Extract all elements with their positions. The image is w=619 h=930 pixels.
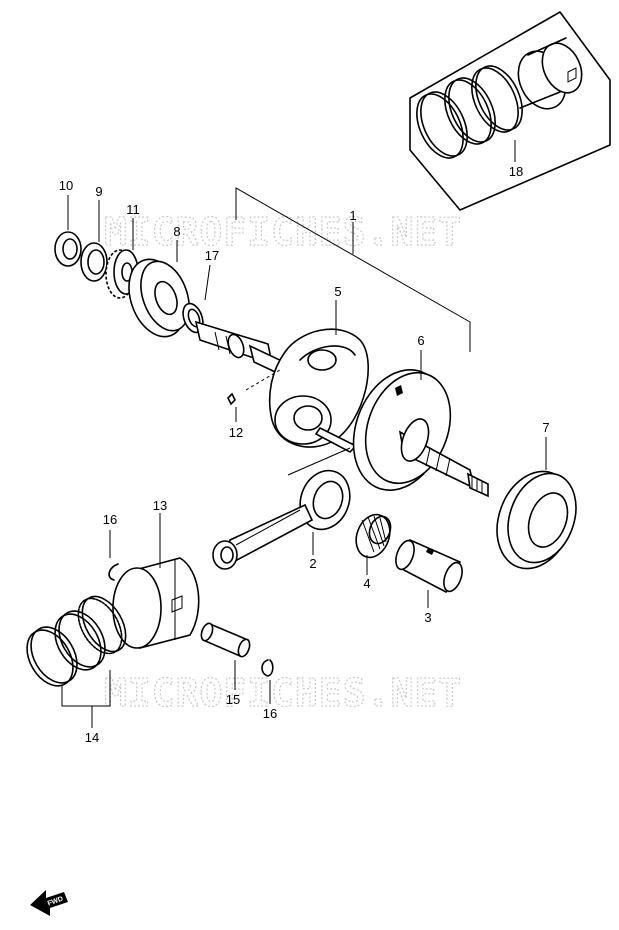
- fwd-arrow-icon: [30, 890, 68, 916]
- callout-9: 9: [95, 184, 102, 199]
- oil-seal-10: [54, 195, 82, 267]
- callout-labels: 1 2 3 4 5 6 7 8 9 10 11 12 13 14 15 16 1…: [59, 164, 550, 745]
- connecting-rod-2: [212, 469, 351, 570]
- callout-10: 10: [59, 178, 73, 193]
- callout-7: 7: [542, 420, 549, 435]
- piston-13: [112, 513, 200, 650]
- callout-15: 15: [226, 692, 240, 707]
- piston-pin-15: [200, 622, 251, 690]
- callout-16-top: 16: [103, 512, 117, 527]
- callout-14: 14: [85, 730, 99, 745]
- watermark-bottom: MICROFICHES.NET: [104, 671, 462, 715]
- callout-2: 2: [309, 556, 316, 571]
- key-12: [227, 369, 281, 422]
- piston-set-18: [409, 11, 611, 211]
- bearing-8: [128, 240, 190, 338]
- callout-16-bottom: 16: [263, 706, 277, 721]
- piston-rings-14: [26, 595, 127, 728]
- crank-pin-3: [395, 538, 463, 608]
- callout-1: 1: [349, 208, 356, 223]
- circlip-16-bottom: [261, 659, 274, 704]
- bearing-7: [496, 437, 577, 570]
- fwd-badge: FWD: [30, 890, 68, 916]
- assembly-bracket-1: [235, 187, 471, 352]
- watermark-top: MICROFICHES.NET: [104, 210, 462, 254]
- callout-12: 12: [229, 425, 243, 440]
- callout-11: 11: [126, 202, 140, 217]
- circlip-16-top: [108, 530, 119, 581]
- crankshaft-right-6: [287, 350, 489, 498]
- callout-4: 4: [363, 576, 370, 591]
- callout-3: 3: [424, 610, 431, 625]
- callout-18: 18: [509, 164, 523, 179]
- needle-bearing-4: [355, 513, 392, 575]
- callout-8: 8: [173, 224, 180, 239]
- callout-17: 17: [205, 248, 219, 263]
- callout-5: 5: [334, 284, 341, 299]
- callout-6: 6: [417, 333, 424, 348]
- crankshaft-left-5: [194, 300, 369, 453]
- oil-seal-9: [80, 200, 108, 282]
- callout-13: 13: [153, 498, 167, 513]
